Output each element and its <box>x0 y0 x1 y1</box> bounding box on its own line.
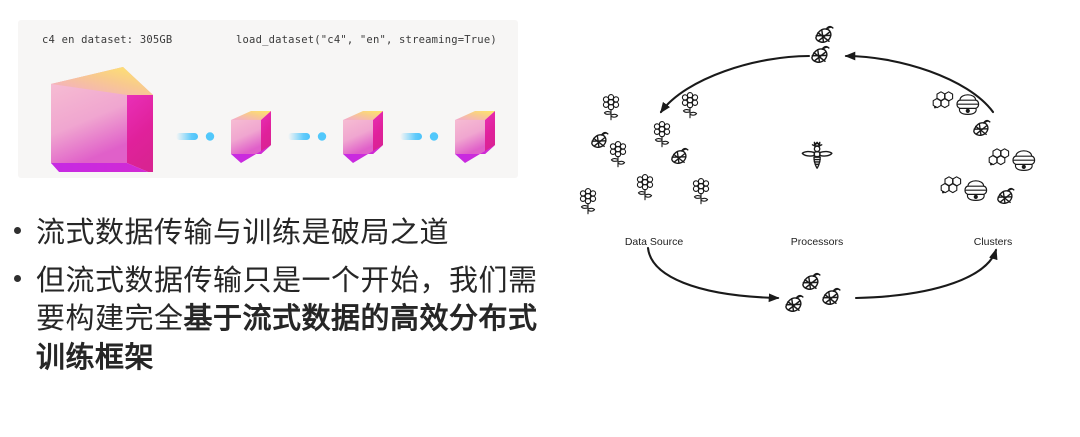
bee-icon-bottom-3 <box>822 287 841 305</box>
bullet-text-1: 流式数据传输与训练是破局之道 <box>36 214 449 253</box>
bullet-list: 流式数据传输与训练是破局之道 但流式数据传输只是一个开始，我们需要构建完全基于流… <box>14 214 554 386</box>
streaming-cubes-illustration <box>18 62 518 192</box>
arrow-bottom-left <box>646 246 780 303</box>
stream-connector-2 <box>288 132 327 141</box>
diagram-svg <box>579 25 1036 312</box>
flower-icon-6 <box>579 188 597 215</box>
small-cube-1 <box>231 111 271 163</box>
arrow-bottom-right <box>854 248 998 300</box>
dataset-code-card: c4 en dataset: 305GB load_dataset("c4", … <box>18 20 518 192</box>
large-cube <box>51 67 153 192</box>
small-cube-2 <box>343 111 383 163</box>
bullet-item-1: 流式数据传输与训练是破局之道 <box>14 214 554 253</box>
bee-icon-top-1 <box>815 25 834 43</box>
honeycomb-icon-2 <box>988 148 1010 166</box>
beehive-icon-1 <box>956 94 980 116</box>
flower-icon-5 <box>636 174 654 201</box>
small-cube-3 <box>455 111 495 163</box>
flower-icon-7 <box>692 178 710 205</box>
bullet-marker-icon <box>14 262 36 282</box>
flower-icon-1 <box>602 94 620 121</box>
bullet-1-plain: 流式数据传输与训练是破局之道 <box>36 217 450 249</box>
beehive-icon-2 <box>1012 150 1036 171</box>
bee-icon-flowers-2 <box>671 147 689 165</box>
honeycomb-icon-1 <box>932 91 954 109</box>
label-processors: Processors <box>790 236 844 248</box>
flower-icon-4 <box>609 141 627 168</box>
stream-connector-3 <box>400 132 439 141</box>
cubes-svg <box>51 67 495 192</box>
stream-connector-1 <box>176 132 215 141</box>
bee-lifecycle-diagram: Data Source Processors Clusters <box>556 8 1080 338</box>
label-data-source: Data Source <box>624 236 684 248</box>
bee-icon-bottom-1 <box>802 272 821 290</box>
bullet-item-2: 但流式数据传输只是一个开始，我们需要构建完全基于流式数据的高效分布式训练框架 <box>14 262 554 378</box>
honeycomb-icon-3 <box>940 176 962 194</box>
bee-icon-processor <box>801 141 833 169</box>
label-clusters: Clusters <box>973 236 1013 248</box>
bee-icon-top-2 <box>811 45 830 63</box>
bullet-2-bold: 基于流式数据的高效分布式训练框架 <box>36 303 538 374</box>
bee-icon-bottom-2 <box>785 294 804 312</box>
bee-icon-flowers-1 <box>591 131 609 149</box>
code-row: c4 en dataset: 305GB load_dataset("c4", … <box>18 34 518 54</box>
arrow-top-left <box>659 54 811 114</box>
bee-icon-cluster-2 <box>997 187 1015 205</box>
bullet-marker-icon <box>14 214 36 234</box>
load-dataset-code-text: load_dataset("c4", "en", streaming=True) <box>236 34 497 46</box>
flower-icon-3 <box>653 121 671 148</box>
left-column: c4 en dataset: 305GB load_dataset("c4", … <box>14 20 554 386</box>
bee-icon-cluster-1 <box>973 119 991 137</box>
arrow-top-right <box>844 51 995 114</box>
bullet-text-2: 但流式数据传输只是一个开始，我们需要构建完全基于流式数据的高效分布式训练框架 <box>36 262 554 378</box>
beehive-icon-3 <box>964 180 988 201</box>
bullet-2-plain: 但流式数据传输只是一个开始，我们需要构建完全 <box>36 264 538 336</box>
dataset-size-text: c4 en dataset: 305GB <box>42 34 173 46</box>
flower-icon-2 <box>681 92 699 119</box>
